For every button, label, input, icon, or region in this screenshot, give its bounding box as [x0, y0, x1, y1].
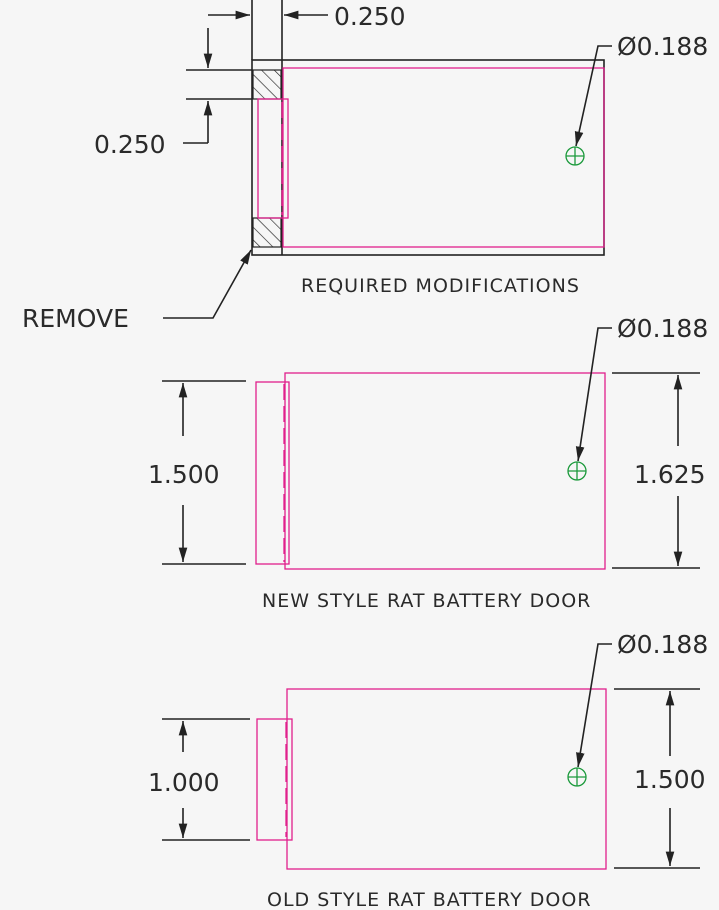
new-left-height-dimension: 1.500 [148, 460, 220, 489]
door-body-outline [284, 372, 606, 570]
caption-old-style: OLD STYLE RAT BATTERY DOOR [267, 889, 592, 910]
old-right-height-dimension: 1.500 [634, 765, 706, 794]
hole-leader [575, 327, 612, 462]
door-body-outline [282, 67, 605, 248]
tab-height-dimension: 0.250 [94, 130, 166, 159]
remove-leader [163, 249, 252, 319]
door-body-outline [286, 688, 607, 870]
new-right-height-dimension: 1.625 [634, 460, 706, 489]
caption-new-style: NEW STYLE RAT BATTERY DOOR [262, 590, 591, 612]
circle-crosshair-icon [567, 461, 587, 481]
circle-crosshair-icon [565, 146, 585, 166]
door-tab-outline [257, 98, 289, 219]
circle-crosshair-icon [567, 767, 587, 787]
removed-area-top [252, 69, 282, 100]
door-tab-outline [255, 381, 290, 565]
hole-leader [576, 643, 612, 768]
hole-diameter-label: Ø0.188 [617, 32, 708, 61]
removed-area-bottom [252, 217, 282, 248]
door-outline-black [251, 59, 605, 256]
old-style-view: 1.000 Ø0.188 1.500 OLD STYLE RAT BATTERY… [148, 630, 708, 910]
remove-note: REMOVE [22, 304, 129, 333]
tab-width-dimension: 0.250 [334, 2, 406, 31]
new-style-view: 1.500 Ø0.188 1.625 NEW STYLE RAT BATTERY… [148, 314, 708, 612]
hole-diameter-label: Ø0.188 [617, 314, 708, 343]
old-left-height-dimension: 1.000 [148, 768, 220, 797]
caption-required-modifications: REQUIRED MODIFICATIONS [301, 275, 580, 297]
required-modifications-view: 0.250 0.250 Ø0.188 REMOVE REQUIRED MODIF… [22, 0, 708, 333]
hole-diameter-label: Ø0.188 [617, 630, 708, 659]
hole-leader [574, 45, 612, 147]
door-tab-outline [256, 718, 293, 841]
